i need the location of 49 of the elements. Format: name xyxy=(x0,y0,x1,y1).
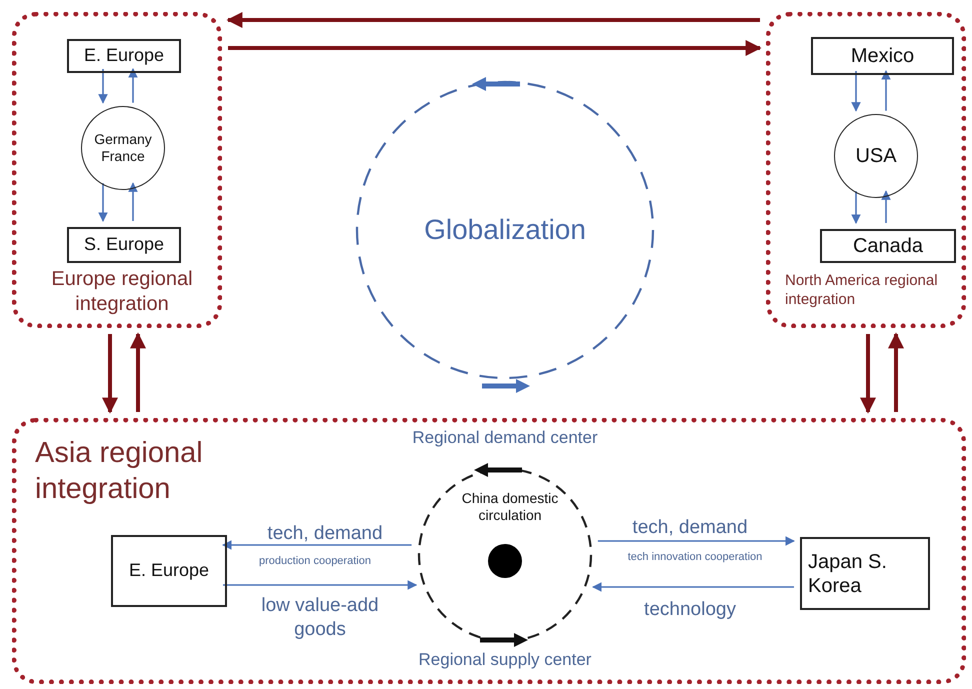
arrow xyxy=(128,182,138,221)
arrow xyxy=(881,190,891,223)
region-panel xyxy=(12,418,966,684)
arrow xyxy=(592,582,794,592)
country-circle xyxy=(81,106,165,190)
edge-label: low value-add goods xyxy=(260,594,380,642)
node-label: Germany France xyxy=(93,131,153,165)
arrow xyxy=(228,40,762,56)
arrow xyxy=(851,191,861,224)
country-box xyxy=(67,227,181,263)
node-label: E. Europe xyxy=(82,45,166,67)
arrow xyxy=(860,334,876,414)
node-label: USA xyxy=(854,144,898,168)
country-box xyxy=(67,39,181,73)
arrow xyxy=(98,69,108,104)
region-panel xyxy=(12,12,222,328)
arrow xyxy=(881,70,891,111)
node-label: Mexico xyxy=(850,44,916,68)
country-box xyxy=(811,37,954,75)
arrow xyxy=(98,183,108,222)
country-box xyxy=(800,537,930,610)
region-label: North America regional integration xyxy=(785,272,939,310)
region-panel xyxy=(766,12,966,328)
title-text: Globalization xyxy=(423,213,587,247)
note-text: Regional demand center xyxy=(411,428,599,448)
node-label: Japan S. Korea xyxy=(807,550,888,598)
arrow xyxy=(851,71,861,112)
node-label: E. Europe xyxy=(128,560,210,582)
edge-label: tech, demand xyxy=(266,522,384,546)
node-label: China domestic circulation xyxy=(460,490,560,524)
arrow xyxy=(598,536,795,546)
node-label: S. Europe xyxy=(82,234,166,256)
arrow xyxy=(223,580,418,590)
country-circle xyxy=(834,114,918,198)
arrow xyxy=(128,68,138,103)
note-text: production cooperation xyxy=(258,555,372,568)
note-text: tech innovation cooperation xyxy=(626,551,764,564)
arrow xyxy=(222,540,412,550)
node-label: Canada xyxy=(852,234,924,258)
edge-label: tech, demand xyxy=(631,516,749,540)
arrow xyxy=(102,334,118,414)
region-label: Asia regional integration xyxy=(35,436,204,508)
edge-label: technology xyxy=(643,598,737,622)
note-text: Regional supply center xyxy=(418,650,592,670)
region-label: Europe regional integration xyxy=(50,267,194,317)
country-box xyxy=(820,229,956,263)
arrow xyxy=(888,332,904,412)
country-box xyxy=(111,535,227,607)
arrow xyxy=(226,12,760,28)
